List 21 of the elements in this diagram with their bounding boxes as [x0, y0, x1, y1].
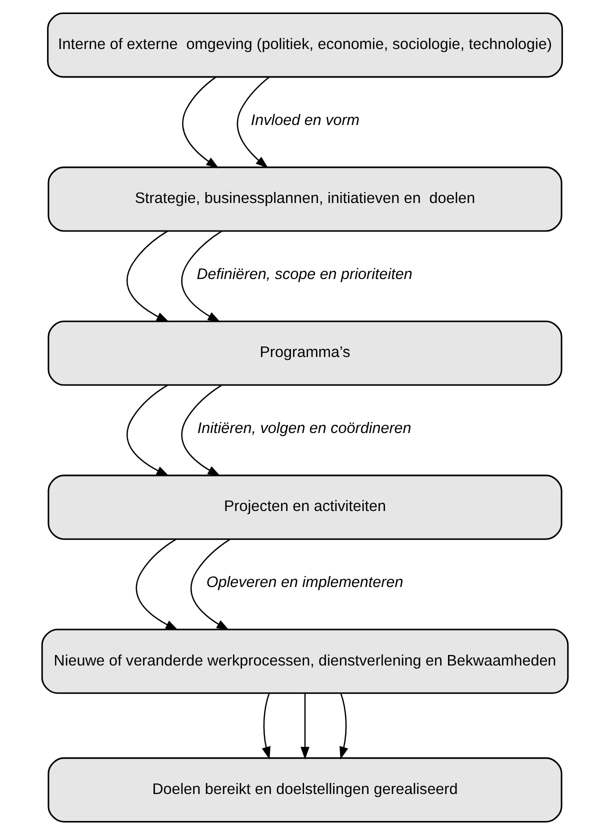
arrow [180, 384, 222, 476]
arrow [126, 230, 169, 322]
arrow [182, 76, 218, 168]
node-box: Interne of externe omgeving (politiek, economie, sociologie, technologie) [46, 12, 562, 78]
node-box: Programma’s [47, 320, 562, 386]
arrow [135, 538, 178, 630]
arrow [339, 693, 348, 760]
node-box: Projecten en activiteiten [47, 474, 562, 540]
label: Invloed en vorm [250, 112, 360, 129]
arrow [180, 230, 222, 322]
arrow [236, 76, 270, 168]
node-box: Nieuwe of veranderde werkprocessen, dienstverlening en Bekwaamheden [40, 628, 568, 694]
arrow [126, 384, 169, 476]
arrow [261, 693, 270, 760]
node-box: Strategie, businessplannen, initiatieven en doelen [47, 166, 562, 232]
label: Initiëren, volgen en coördineren [196, 420, 411, 437]
node-box: Doelen bereikt en doelstellingen gerealiseerd [47, 757, 562, 822]
label: Definiëren, scope en prioriteiten [196, 266, 412, 283]
label: Opleveren en implementeren [206, 574, 403, 591]
arrow [190, 538, 230, 630]
arrow [300, 693, 309, 760]
